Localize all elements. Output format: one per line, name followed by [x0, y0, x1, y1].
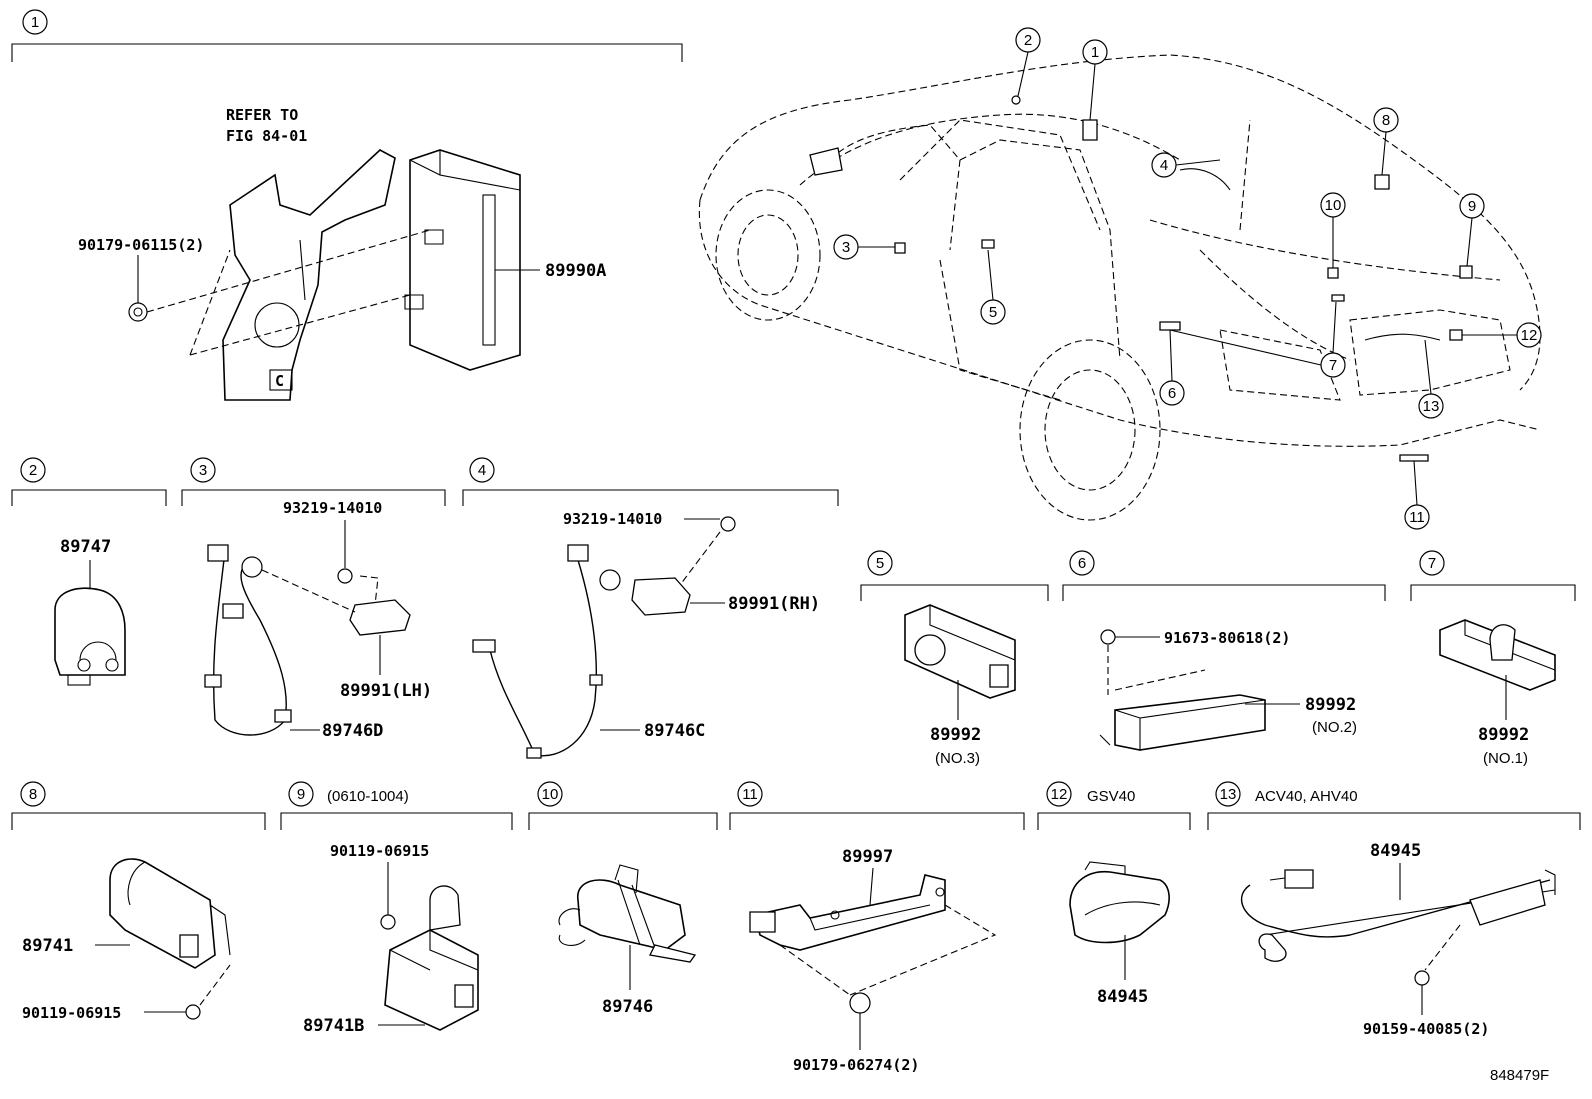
car-callout-13: 13 — [1418, 339, 1444, 419]
group-6-number: 6 — [1078, 555, 1086, 572]
group-12: 12 GSV40 84945 — [1037, 781, 1191, 1007]
part-84945-gsv40 — [1069, 870, 1170, 944]
group-4: 4 93219-14010 89991(RH) 89746C — [462, 457, 839, 759]
bolt-90159-40085-label: 90159-40085(2) — [1363, 1020, 1489, 1038]
svg-text:C: C — [275, 372, 284, 390]
part-89997-label: 89997 — [842, 847, 893, 867]
car-overview: 1 2 3 4 5 6 7 8 — [698, 27, 1542, 530]
bolt-93219-14010-lh-label: 93219-14010 — [283, 499, 382, 517]
ecu-bracket — [222, 149, 396, 401]
group-2-number: 2 — [29, 462, 37, 479]
group-13: 13 ACV40, AHV40 84945 90159-40085(2) — [1207, 781, 1581, 1038]
part-89992-no2-sub: (NO.2) — [1312, 719, 1357, 736]
ecu-module — [409, 149, 521, 371]
group-1-number: 1 — [31, 14, 39, 31]
part-89741B — [384, 929, 479, 1031]
svg-text:8: 8 — [1382, 112, 1390, 129]
part-89747 — [54, 587, 126, 676]
group-9: 9 (0610-1004) 90119-06915 89741B — [280, 781, 513, 1036]
part-89997 — [754, 874, 946, 951]
group-3: 3 93219-14010 89991(LH) 89746D — [181, 457, 446, 741]
group-4-number: 4 — [478, 462, 486, 479]
car-callout-10: 10 — [1320, 192, 1346, 268]
refer-to-label: REFER TO — [226, 106, 298, 124]
bolt-90119-06915-8-label: 90119-06915 — [22, 1004, 121, 1022]
svg-text:6: 6 — [1168, 385, 1176, 402]
group-5: 5 89992 (NO.3) — [860, 550, 1049, 767]
part-89746-label: 89746 — [602, 997, 653, 1017]
group-9-number: 9 — [297, 786, 305, 803]
svg-text:5: 5 — [989, 304, 997, 321]
antenna-lh — [349, 599, 411, 636]
part-89992-no2-label: 89992 — [1305, 695, 1356, 715]
refer-fig-label: FIG 84-01 — [226, 127, 307, 145]
group-7: 7 89992 (NO.1) — [1410, 550, 1576, 767]
group-1: 1 REFER TO FIG 84-01 C 90179-06115(2) 89… — [11, 9, 683, 401]
group-11-number: 11 — [742, 786, 758, 803]
antenna-rh — [631, 577, 691, 616]
group-8: 8 89741 90119-06915 — [11, 781, 266, 1022]
car-callout-1: 1 — [1082, 39, 1108, 121]
car-callout-8: 8 — [1373, 107, 1399, 176]
car-callout-5: 5 — [980, 249, 1006, 325]
group-2: 2 89747 — [11, 457, 167, 686]
group-3-number: 3 — [199, 462, 207, 479]
part-89741 — [109, 858, 216, 969]
bolt-91673-80618-label: 91673-80618(2) — [1164, 629, 1290, 647]
svg-text:11: 11 — [1409, 509, 1425, 526]
module-89990A-label: 89990A — [545, 261, 606, 281]
car-callout-7: 7 — [1169, 301, 1346, 378]
part-89992-no3-label: 89992 — [930, 725, 981, 745]
car-callout-2: 2 — [1015, 27, 1041, 97]
car-callout-12: 12 — [1462, 322, 1542, 348]
bolt-90179-06115-label: 90179-06115(2) — [78, 236, 204, 254]
bolt-90119-06915-9-label: 90119-06915 — [330, 842, 429, 860]
group-10: 10 89746 — [528, 781, 718, 1017]
car-callout-6: 6 — [1159, 329, 1185, 406]
group-11: 11 89997 90179-06274(2) — [729, 781, 1025, 1074]
bolt-93219-14010-rh-label: 93219-14010 — [563, 510, 662, 528]
svg-text:2: 2 — [1024, 32, 1032, 49]
car-callout-9: 9 — [1459, 193, 1485, 267]
figure-id: 848479F — [1490, 1067, 1549, 1084]
part-89741-label: 89741 — [22, 936, 73, 956]
group-10-number: 10 — [542, 786, 559, 803]
part-89746 — [577, 879, 686, 951]
group-7-number: 7 — [1428, 555, 1436, 572]
part-89991-lh-label: 89991(LH) — [340, 681, 432, 701]
group-8-number: 8 — [29, 786, 37, 803]
oscillator-no2 — [1114, 694, 1266, 751]
part-84945-acv40 — [1240, 879, 1551, 938]
svg-text:7: 7 — [1329, 357, 1337, 374]
svg-text:1: 1 — [1091, 44, 1099, 61]
part-89992-no1-sub: (NO.1) — [1483, 750, 1528, 767]
group-12-note: GSV40 — [1087, 788, 1135, 805]
car-callout-4: 4 — [1151, 152, 1221, 178]
group-12-number: 12 — [1051, 786, 1068, 803]
car-callout-3: 3 — [833, 234, 895, 260]
part-89747-label: 89747 — [60, 537, 111, 557]
group-13-number: 13 — [1220, 786, 1237, 803]
group-13-note: ACV40, AHV40 — [1255, 788, 1358, 805]
clip-90179-06274-label: 90179-06274(2) — [793, 1056, 919, 1074]
group-6: 6 91673-80618(2) 89992 (NO.2) — [1062, 550, 1386, 751]
svg-text:4: 4 — [1160, 157, 1168, 174]
car-callout-11: 11 — [1404, 460, 1430, 530]
svg-text:9: 9 — [1468, 198, 1476, 215]
svg-text:10: 10 — [1325, 197, 1342, 214]
part-89991-rh-label: 89991(RH) — [728, 594, 820, 614]
part-89992-no1-label: 89992 — [1478, 725, 1529, 745]
svg-text:13: 13 — [1423, 398, 1440, 415]
group-9-note: (0610-1004) — [327, 788, 409, 805]
svg-text:12: 12 — [1521, 327, 1538, 344]
part-84945-acv40-label: 84945 — [1370, 841, 1421, 861]
harness-89746C-label: 89746C — [644, 721, 705, 741]
part-89992-no3-sub: (NO.3) — [935, 750, 980, 767]
group-5-number: 5 — [876, 555, 884, 572]
harness-89746D-label: 89746D — [322, 721, 383, 741]
svg-text:3: 3 — [842, 239, 850, 256]
part-84945-gsv40-label: 84945 — [1097, 987, 1148, 1007]
part-89741B-label: 89741B — [303, 1016, 364, 1036]
